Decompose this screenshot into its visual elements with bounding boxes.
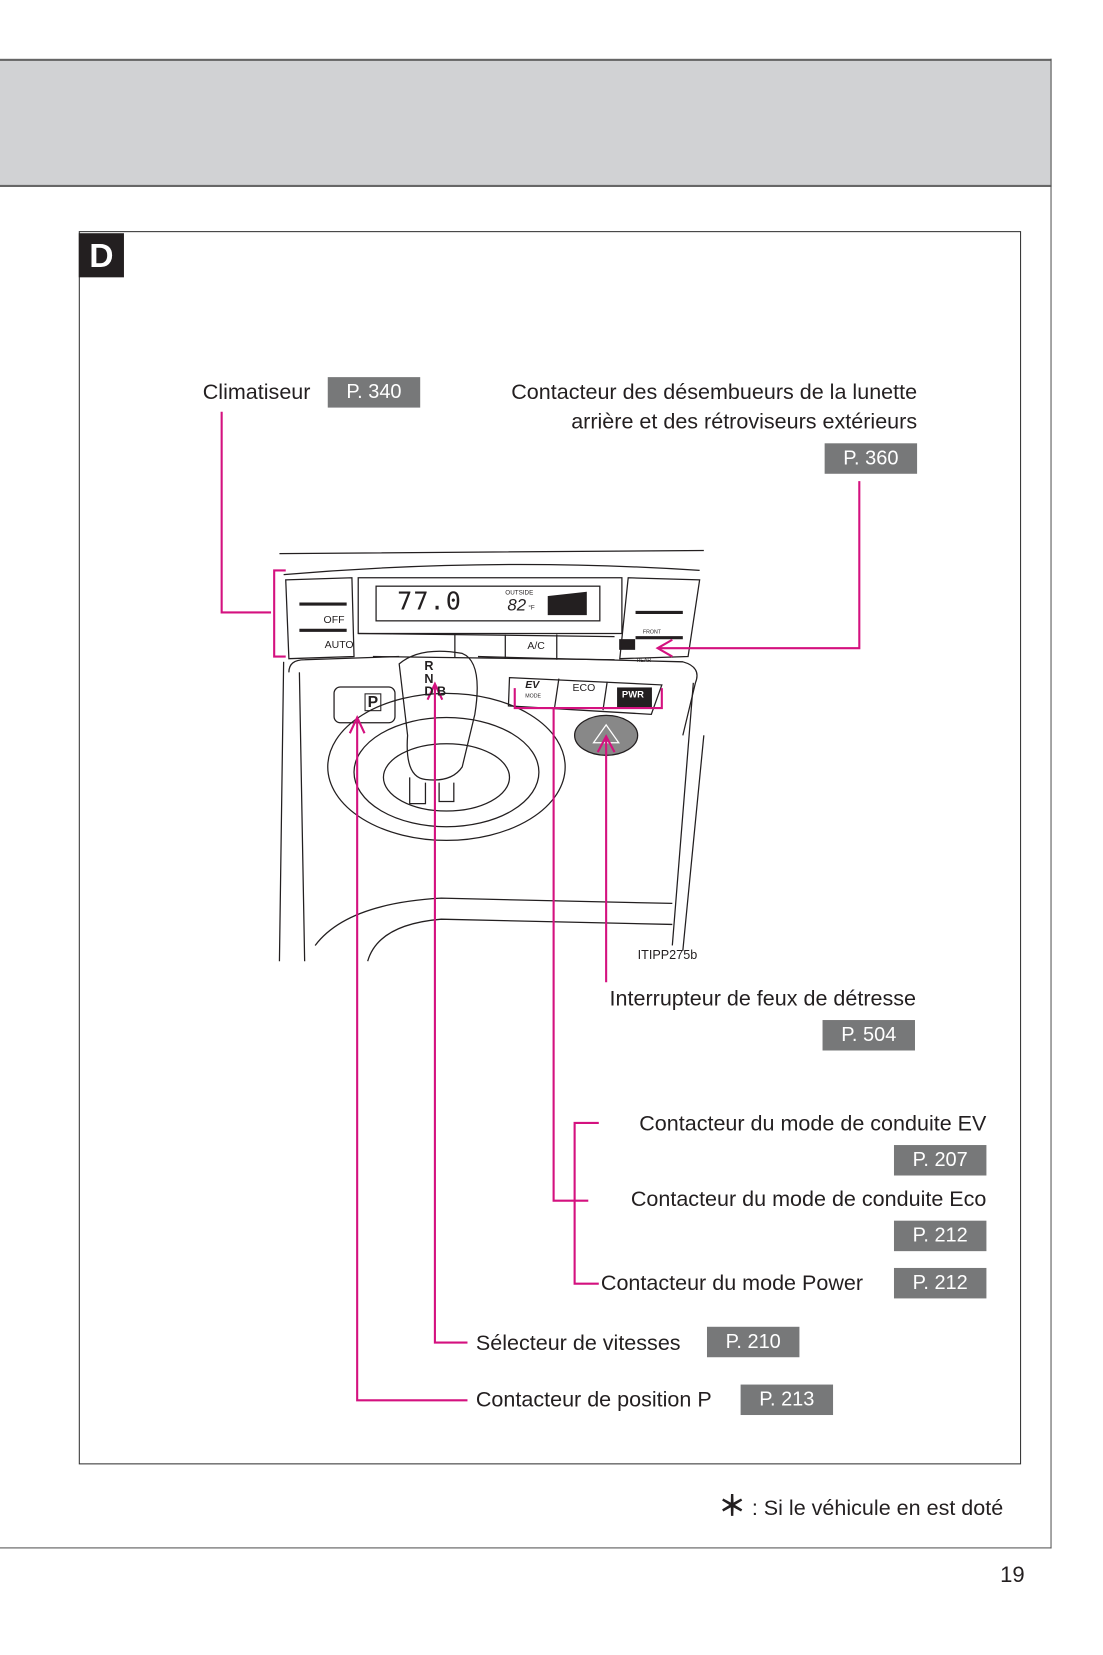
outside-unit: °F (528, 605, 535, 612)
label-position-p: Contacteur de position P (475, 1387, 712, 1412)
section-badge: D (78, 233, 124, 278)
asterisk-icon: ＊ (718, 1489, 746, 1522)
bracket-drive-modes (513, 688, 663, 710)
shift-d: D (424, 683, 434, 699)
pwr-rear-defog-glyph (619, 639, 636, 650)
shift-n: N (424, 671, 434, 686)
page-ref-selecteur[interactable]: P. 210 (706, 1326, 800, 1358)
bracket-climate (273, 569, 286, 658)
header-band (0, 58, 1052, 187)
page-number: 19 (1000, 1563, 1025, 1588)
page-right-rule (1050, 58, 1052, 1549)
label-detresse: Interrupteur de feux de détresse (609, 986, 917, 1011)
auto-button: AUTO (324, 639, 354, 652)
drive-mode-buttons (507, 676, 663, 715)
page-bottom-rule (0, 1547, 1052, 1549)
page-ref-detresse[interactable]: P. 504 (822, 1020, 915, 1051)
label-climatiseur: Climatiseur (202, 380, 311, 405)
illustration-code: ITIPP275b (637, 947, 698, 963)
rear-defog-label: REAR (636, 657, 652, 664)
eco-mode-button: ECO (572, 682, 596, 695)
front-defog-label: FRONT (642, 629, 662, 636)
label-mode-eco: Contacteur du mode de conduite Eco (630, 1187, 987, 1212)
label-mode-power: Contacteur du mode Power (600, 1271, 864, 1296)
footnote: ＊ : Si le véhicule en est doté (718, 1491, 1003, 1524)
outside-temp: 82 (507, 596, 527, 615)
shift-pattern: R N D B (424, 660, 446, 698)
shift-knob (398, 650, 478, 781)
leader-selecteur (433, 684, 468, 1344)
label-desembueurs-line2: arrière et des rétroviseurs extérieurs (571, 409, 918, 434)
section-frame (78, 231, 1022, 1465)
leader-position-p (356, 718, 468, 1402)
page-ref-mode-power[interactable]: P. 212 (893, 1267, 987, 1299)
page-ref-position-p[interactable]: P. 213 (740, 1384, 834, 1416)
console-drawing (278, 549, 705, 962)
shift-db: D B (424, 685, 446, 698)
ev-mode-word: MODE (525, 693, 542, 700)
p-button-drawing (333, 686, 396, 724)
climate-display (375, 585, 601, 622)
pwr-mode-button: PWR (621, 689, 644, 700)
leader-desembueur (659, 481, 861, 650)
page-ref-mode-eco[interactable]: P. 212 (893, 1220, 987, 1252)
callout-lines (220, 411, 861, 1402)
leader-climatiseur (220, 411, 272, 614)
footnote-text: : Si le véhicule en est doté (751, 1495, 1004, 1521)
shift-r: R (424, 658, 434, 674)
page-ref-desembueurs[interactable]: P. 360 (824, 443, 918, 474)
page-ref-climatiseur[interactable]: P. 340 (327, 377, 421, 408)
fan-off-button: OFF (323, 614, 345, 627)
label-desembueurs-line1: Contacteur des désembueurs de la lunette (511, 380, 918, 405)
page-ref-mode-ev[interactable]: P. 207 (893, 1145, 987, 1176)
display-temp: 77.0 (397, 586, 463, 616)
p-button-label: P (364, 693, 382, 712)
ac-button: A/C (527, 640, 545, 653)
climate-left-panel (285, 577, 355, 660)
label-mode-ev: Contacteur du mode de conduite EV (639, 1111, 987, 1136)
leader-modes (552, 708, 589, 1202)
label-selecteur: Sélecteur de vitesses (475, 1330, 681, 1356)
climate-right-panel (619, 577, 701, 660)
outside-label: OUTSIDE (505, 590, 534, 597)
shift-b: B (437, 683, 447, 699)
ev-mode-button: EV (525, 679, 540, 692)
bracket-mode-labels (573, 1121, 599, 1285)
